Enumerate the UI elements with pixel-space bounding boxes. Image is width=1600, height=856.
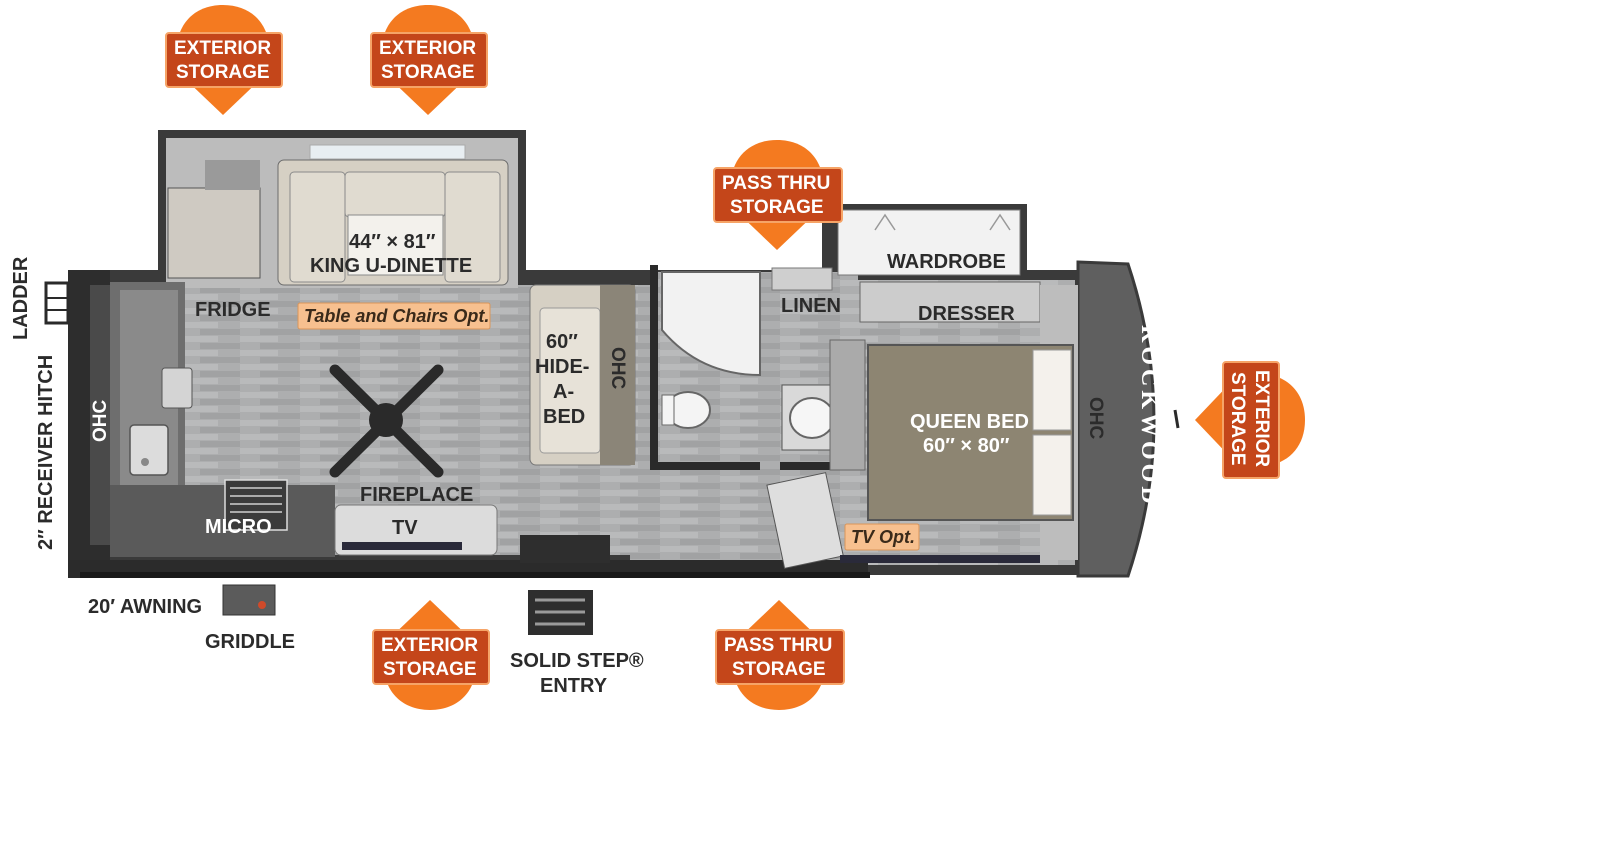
- fireplace-tv: [334, 504, 498, 556]
- vanity-sink: [789, 397, 835, 439]
- storage-pin-exterior-4: EXTERIOR STORAGE: [1195, 361, 1305, 479]
- svg-text:PASS THRU: PASS THRU: [724, 635, 832, 656]
- micro-label: MICRO: [205, 516, 272, 538]
- stove: [161, 367, 193, 409]
- bedroom-tv-ledge: [840, 555, 1040, 563]
- dinette-name-label: KING U-DINETTE: [310, 255, 472, 277]
- tv-option-label: TV Opt.: [851, 527, 915, 547]
- solid-step-label-line2: ENTRY: [540, 675, 608, 697]
- dinette-table: [347, 214, 444, 276]
- bed-size-label: 60″ × 80″: [923, 435, 1010, 457]
- kitchen-lower-counter: [110, 485, 335, 557]
- nightstand: [829, 339, 866, 471]
- svg-text:STORAGE: STORAGE: [732, 659, 826, 680]
- bedroom-ohc-label: OHC: [1085, 397, 1106, 440]
- svg-text:EXTERIOR: EXTERIOR: [174, 38, 271, 59]
- tv-screen: [342, 542, 462, 550]
- dinette-seat-right: [444, 171, 501, 283]
- storage-pin-exterior-3: EXTERIOR STORAGE: [372, 600, 490, 710]
- hide-a-bed-ohc-label: OHC: [607, 347, 628, 390]
- toilet-tank: [661, 394, 675, 426]
- tv-option-tag: TV Opt.: [844, 523, 920, 551]
- hide-a-bed-line2: HIDE-: [535, 356, 589, 378]
- svg-text:STORAGE: STORAGE: [176, 62, 270, 83]
- ladder: [44, 281, 70, 325]
- pillow-top: [1032, 349, 1072, 431]
- kitchen: [110, 160, 335, 557]
- bed-name-label: QUEEN BED: [910, 411, 1029, 433]
- pillow-bottom: [1032, 434, 1072, 516]
- dinette-window: [309, 144, 466, 160]
- awning-label: 20′ AWNING: [88, 596, 202, 618]
- svg-text:EXTERIOR: EXTERIOR: [1251, 370, 1272, 467]
- storage-pin-exterior-1: EXTERIOR STORAGE: [165, 5, 283, 115]
- tv-label: TV: [392, 517, 418, 539]
- svg-text:STORAGE: STORAGE: [1227, 372, 1248, 466]
- wardrobe-area: [771, 209, 1021, 291]
- hide-a-bed-line1: 60″: [546, 331, 578, 353]
- svg-text:PASS THRU: PASS THRU: [722, 173, 830, 194]
- svg-text:STORAGE: STORAGE: [383, 659, 477, 680]
- svg-text:STORAGE: STORAGE: [381, 62, 475, 83]
- griddle-box: [222, 584, 276, 616]
- rear-ohc-label: OHC: [90, 400, 111, 443]
- bedroom: [829, 281, 1078, 563]
- table-option-tag: Table and Chairs Opt.: [297, 302, 491, 330]
- table-option-label: Table and Chairs Opt.: [304, 306, 489, 326]
- dresser-label: DRESSER: [918, 303, 1015, 325]
- hide-a-bed-ohc: [600, 285, 635, 465]
- dinette-size-label: 44″ × 81″: [349, 231, 436, 253]
- bath-wall-right: [780, 462, 865, 470]
- fridge-label: FRIDGE: [195, 299, 271, 321]
- solid-step-label-line1: SOLID STEP®: [510, 650, 644, 672]
- wardrobe-label: WARDROBE: [887, 251, 1006, 273]
- fridge-upper: [205, 160, 260, 190]
- front-cap: [1076, 260, 1156, 578]
- griddle-knob: [258, 601, 266, 609]
- rear-ohc: [90, 285, 110, 545]
- entry-steps: [520, 535, 610, 635]
- linen-cabinet: [771, 267, 833, 291]
- bath-door: [766, 472, 844, 569]
- shower: [661, 271, 761, 377]
- storage-pin-exterior-2: EXTERIOR STORAGE: [370, 5, 488, 115]
- dinette-seat-left: [289, 171, 346, 283]
- svg-text:EXTERIOR: EXTERIOR: [381, 635, 478, 656]
- entry-landing: [520, 535, 610, 563]
- wardrobe-box: [837, 209, 1021, 276]
- fridge-box: [167, 187, 261, 279]
- front-cap-edge: [1173, 409, 1180, 429]
- griddle-unit: [222, 584, 276, 616]
- linen-label: LINEN: [781, 295, 841, 317]
- hide-a-bed-line3: A-: [553, 381, 574, 403]
- storage-pin-pass-thru-2: PASS THRU STORAGE: [715, 600, 845, 710]
- sink: [129, 424, 169, 476]
- bath-wall-bottom: [650, 462, 760, 470]
- storage-pin-pass-thru-1: PASS THRU STORAGE: [713, 140, 843, 250]
- ladder-label: LADDER: [10, 256, 32, 340]
- dinette: [277, 144, 509, 286]
- hide-a-bed: [529, 284, 636, 466]
- fireplace-label: FIREPLACE: [360, 484, 473, 506]
- svg-text:EXTERIOR: EXTERIOR: [379, 38, 476, 59]
- hide-a-bed-line4: BED: [543, 406, 585, 428]
- ceiling-fan: [329, 364, 444, 478]
- micro-grate: [230, 487, 282, 513]
- wardrobe-hangers: [874, 213, 1011, 231]
- brand-logo: ROCKWOOD: [1136, 325, 1162, 508]
- sink-drain: [141, 458, 149, 466]
- dresser: [859, 281, 1041, 323]
- dinette-seat-mid: [344, 171, 446, 218]
- bath-wall: [650, 265, 658, 470]
- svg-text:STORAGE: STORAGE: [730, 197, 824, 218]
- griddle-label: GRIDDLE: [205, 631, 295, 653]
- receiver-hitch-label: 2″ RECEIVER HITCH: [35, 355, 57, 550]
- awning-rail: [80, 572, 870, 578]
